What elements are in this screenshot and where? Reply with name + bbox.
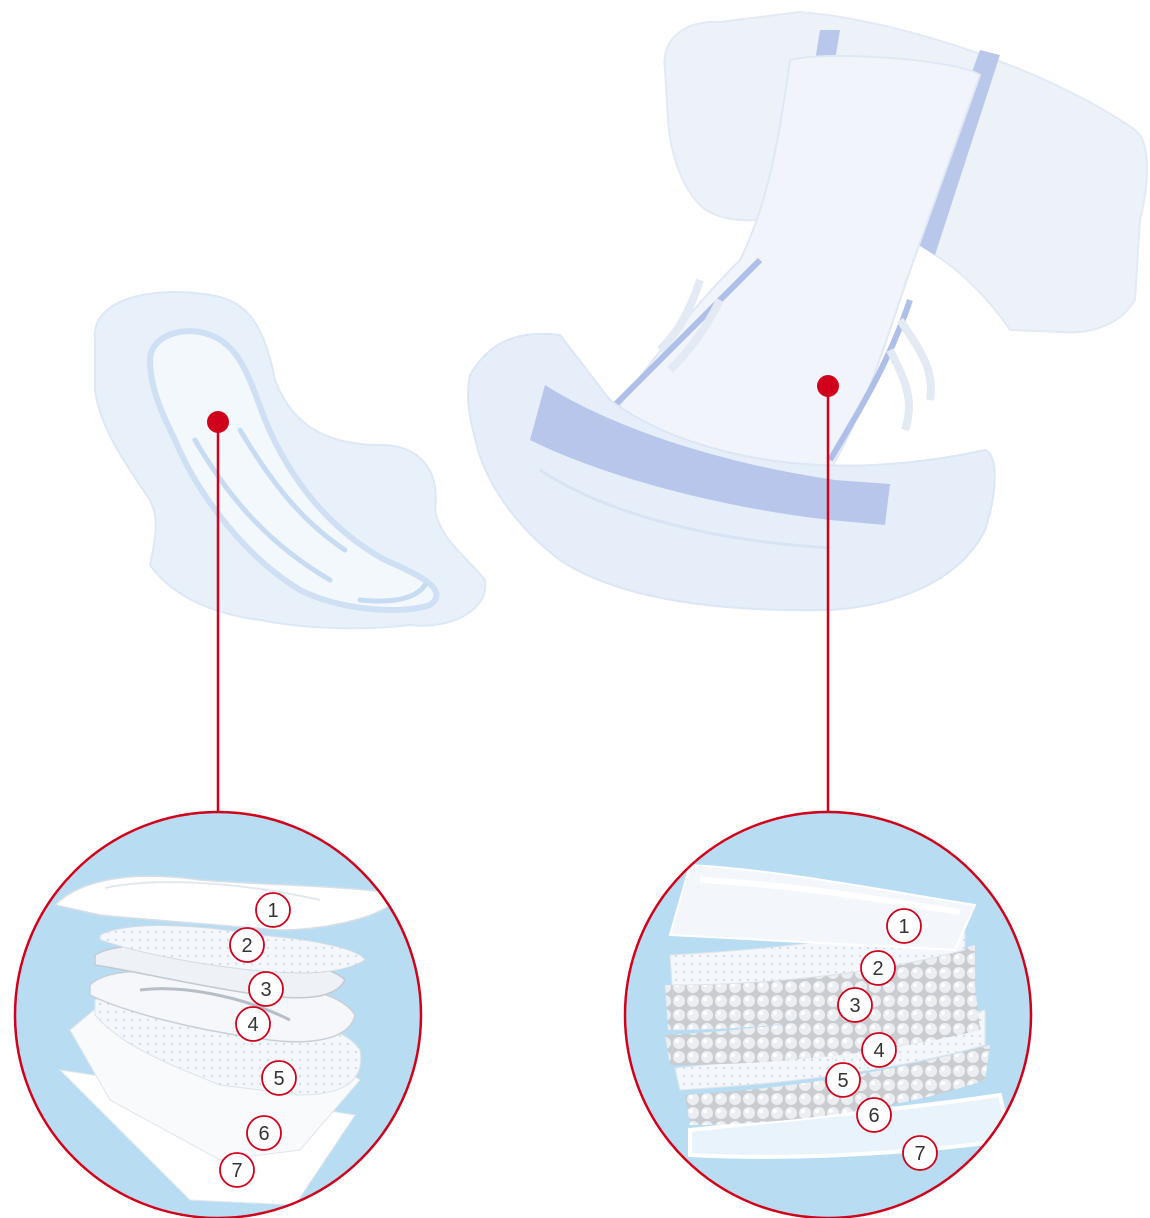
brief-illustration — [468, 12, 1147, 610]
brief-layer-badge: 7 — [903, 1136, 937, 1170]
pad-layer-badge: 4 — [236, 1007, 270, 1041]
pad-illustration — [95, 292, 486, 628]
pad-layer-label: 1 — [267, 900, 278, 922]
brief-layer-badge: 6 — [857, 1098, 891, 1132]
pad-layer-badge: 3 — [249, 972, 283, 1006]
brief-layer-badge: 5 — [826, 1063, 860, 1097]
pad-layer-badge: 1 — [256, 893, 290, 927]
brief-layer-label: 5 — [837, 1070, 848, 1092]
brief-layer-label: 3 — [849, 995, 860, 1017]
pad-layer-badge: 5 — [262, 1061, 296, 1095]
brief-layer-label: 7 — [914, 1143, 925, 1165]
pad-layer-badge: 2 — [230, 928, 264, 962]
pad-layers-zoom: 1 2 3 4 5 6 7 — [15, 812, 421, 1218]
pad-layer-badge: 6 — [247, 1116, 281, 1150]
pad-layer-label: 5 — [273, 1068, 284, 1090]
brief-layer-label: 4 — [873, 1040, 884, 1062]
brief-layer-label: 2 — [872, 958, 883, 980]
brief-layer-badge: 2 — [861, 951, 895, 985]
brief-layer-badge: 1 — [887, 909, 921, 943]
pad-layer-label: 3 — [260, 979, 271, 1001]
pad-layer-label: 2 — [241, 935, 252, 957]
brief-layer-badge: 3 — [838, 988, 872, 1022]
brief-layer-label: 6 — [868, 1105, 879, 1127]
pad-layer-label: 4 — [247, 1014, 258, 1036]
pad-layer-label: 7 — [231, 1160, 242, 1182]
brief-layer-badge: 4 — [862, 1033, 896, 1067]
pad-layer-badge: 7 — [220, 1153, 254, 1187]
pad-layer-label: 6 — [258, 1123, 269, 1145]
brief-layer-label: 1 — [898, 916, 909, 938]
brief-layers-zoom: 1 2 3 4 5 6 7 — [625, 812, 1031, 1218]
